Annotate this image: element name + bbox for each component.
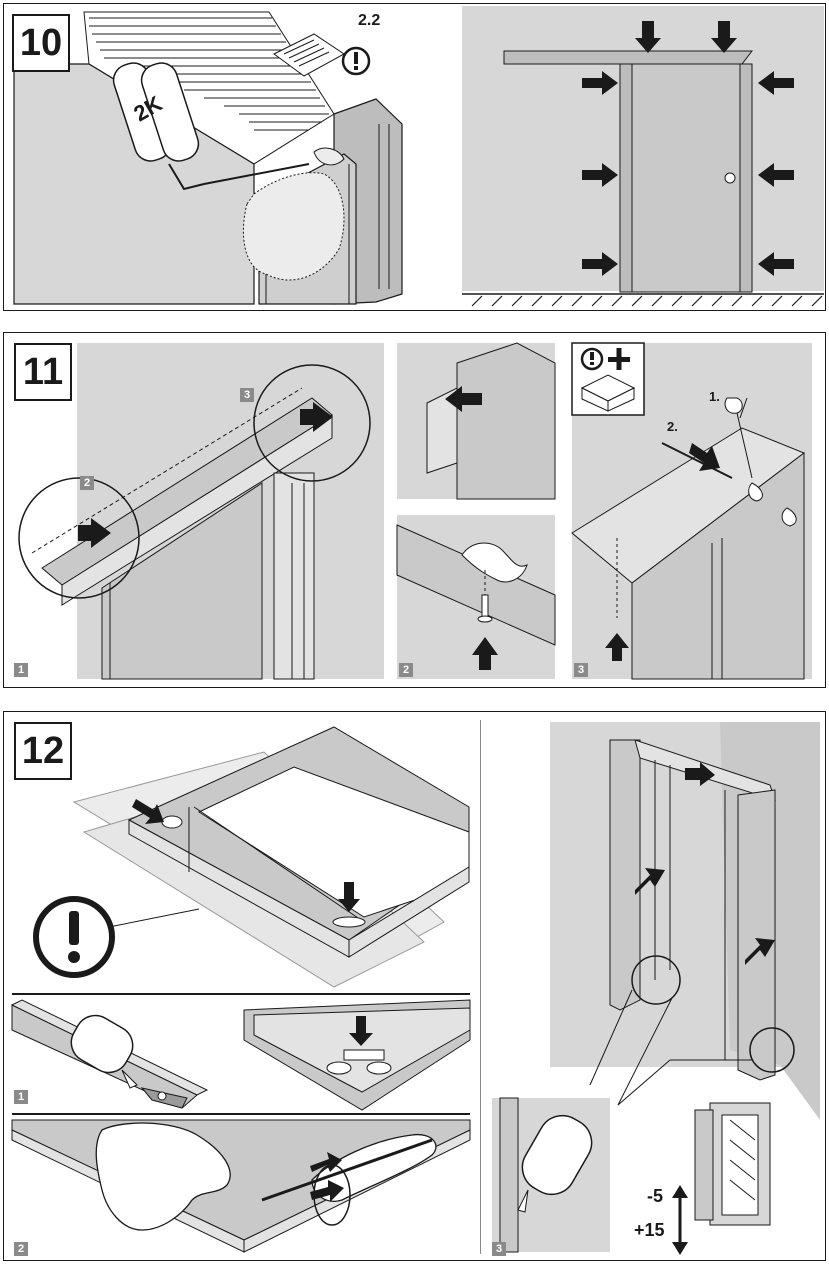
glue-bottle-icon xyxy=(517,1114,593,1213)
step-12-panel: 12 xyxy=(3,711,826,1261)
step-11-1-illustration xyxy=(18,343,384,680)
divider xyxy=(12,993,470,995)
step-11-panel: 11 2 3 1 2 xyxy=(3,332,826,688)
step-12-sub-3: 3 xyxy=(492,1242,506,1256)
warning-icon xyxy=(33,896,115,978)
wall-top-hatch xyxy=(83,11,335,165)
adjust-minus-label: -5 xyxy=(647,1186,664,1206)
step-10-number: 10 xyxy=(12,14,70,72)
glue-bottle-icon xyxy=(70,1014,138,1089)
step-10-panel: 10 2K xyxy=(3,3,826,311)
frame-section-detail xyxy=(694,1102,771,1226)
step-11-3-illustration xyxy=(571,343,812,680)
step-11-2a-illustration xyxy=(397,342,556,500)
warning-icon xyxy=(341,46,371,76)
step-10-door-illustration xyxy=(462,6,824,307)
step-11-callout-2: 2 xyxy=(80,476,94,490)
step-11-sub-3: 3 xyxy=(574,663,588,677)
bracket-clip-icon xyxy=(161,815,366,928)
manual-booklet-icon xyxy=(273,33,345,77)
step-11-sub-1: 1 xyxy=(14,663,28,677)
step-11-seq-2: 2. xyxy=(667,419,678,434)
hand-icon xyxy=(95,1122,437,1231)
step-12-number: 12 xyxy=(14,722,72,780)
step-12-1b-illustration xyxy=(243,999,471,1111)
step-12-sub-1: 1 xyxy=(14,1090,28,1104)
divider xyxy=(480,720,481,1254)
glue-cartridge-icon xyxy=(112,62,310,191)
step-12-frame-illustration xyxy=(72,726,470,988)
step-12-2-illustration xyxy=(11,1119,471,1253)
step-11-sub-2: 2 xyxy=(399,663,413,677)
adjust-plus-label: +15 xyxy=(634,1220,665,1240)
step-11-callout-3: 3 xyxy=(240,388,254,402)
step-12-3-illustration xyxy=(492,722,820,1255)
step-12-1a-illustration xyxy=(10,999,209,1109)
divider xyxy=(12,1113,470,1115)
step-11-seq-1: 1. xyxy=(709,389,720,404)
step-10-glue-illustration xyxy=(13,11,403,305)
press-arrows xyxy=(582,21,794,276)
manual-ref-label: 2.2 xyxy=(358,12,381,29)
foam-blob xyxy=(242,172,345,281)
step-11-2b-illustration xyxy=(396,515,556,679)
step-12-sub-2: 2 xyxy=(14,1242,28,1256)
screw-icon xyxy=(477,570,493,623)
box-plus-icon xyxy=(571,342,645,416)
step-11-number: 11 xyxy=(14,343,72,401)
